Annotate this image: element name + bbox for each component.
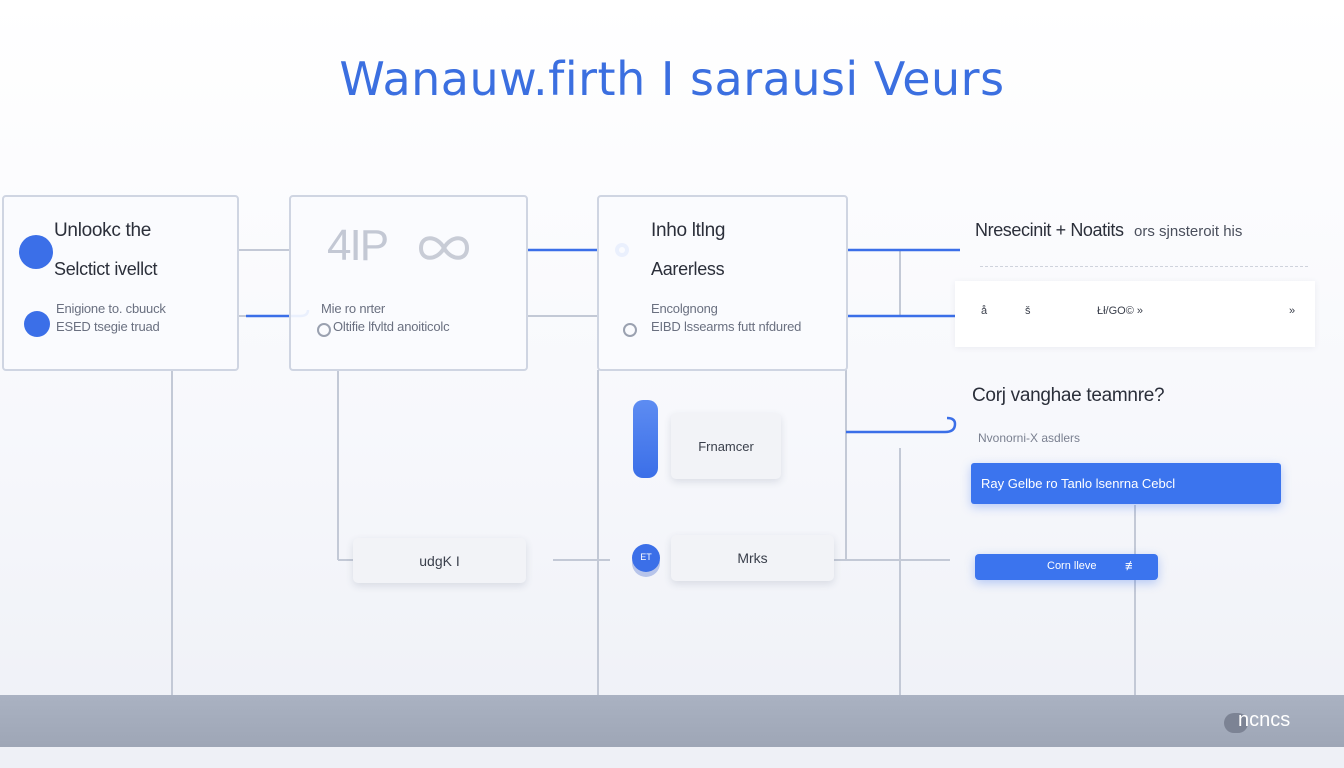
mrks-label: Mrks: [737, 550, 768, 566]
page-title: Wanauw.firth I sarausi Veurs: [339, 52, 1005, 106]
framcer-button[interactable]: Frnamcer: [671, 413, 781, 479]
card-title-line2: Aarerless: [651, 259, 725, 279]
logo-glyph: 4IP: [327, 221, 389, 270]
mrks-button[interactable]: Mrks: [671, 535, 834, 581]
small-action-button[interactable]: Corn lleve ≢: [975, 554, 1158, 580]
badge-label: ET: [640, 552, 652, 562]
badge-icon[interactable]: ET: [632, 544, 660, 572]
connector-ring-icon: [623, 323, 637, 337]
row-item-2: Łł/GO© »: [1097, 305, 1144, 317]
row-item-1: š: [1025, 305, 1031, 317]
vertical-slider[interactable]: [633, 400, 658, 478]
udgk-label: udgK I: [419, 553, 460, 569]
card-text-line1: Mie ro nrter: [321, 301, 386, 316]
card-text-line1: Encolgnong: [651, 301, 718, 316]
wide-action-button[interactable]: Ray Gelbe ro Tanlo lsenrna Cebcl: [971, 463, 1281, 504]
footer-logo-icon: [1224, 713, 1248, 733]
footer-bar: ncncs: [0, 695, 1344, 747]
card-title-line1: Inho ltlng: [651, 220, 726, 241]
card-title-line2: Selctict ivellct: [54, 259, 158, 279]
small-action-label: Corn lleve: [1047, 560, 1097, 572]
card-text-line2: Oltifie lfvltd anoiticolc: [333, 319, 450, 334]
card-title-line1: Unlookc the: [54, 220, 152, 241]
menu-icon: ≢: [1125, 558, 1138, 573]
card-unlock[interactable]: Unlookc the Selctict ivellct Enigione to…: [2, 195, 239, 371]
section-title: Corj vanghae teamnre?: [972, 385, 1165, 406]
wide-action-label: Ray Gelbe ro Tanlo lsenrna Cebcl: [981, 476, 1176, 491]
footer-brand: ncncs: [1238, 709, 1291, 731]
footer-logo[interactable]: ncncs: [1224, 709, 1324, 735]
card-text-line2: ESED tsegie truad: [56, 319, 160, 334]
card-text-line2: EIBD lssearms futt nfdured: [651, 319, 802, 334]
connector-ring-icon: [317, 323, 331, 337]
panel-divider: [980, 266, 1308, 267]
panel-row[interactable]: å š Łł/GO© » »: [955, 281, 1315, 347]
status-dot-small: [24, 311, 50, 337]
framcer-label: Frnamcer: [698, 439, 754, 454]
panel-header: Nresecinit + Noatits ors sjnsteroit his: [975, 220, 1320, 244]
udgk-button[interactable]: udgK I: [353, 538, 526, 583]
panel-title-right: ors sjnsteroit his: [1134, 223, 1243, 240]
infinity-icon: [418, 236, 470, 260]
section-subtitle: Nvonorni-X asdlers: [978, 431, 1081, 445]
panel-title: Nresecinit + Noatits: [975, 220, 1124, 240]
row-item-3: »: [1289, 305, 1296, 317]
card-monitor[interactable]: 4IP Mie ro nrter Oltifie lfvltd anoitico…: [289, 195, 528, 371]
row-item-0: å: [981, 305, 988, 317]
card-inholting[interactable]: Inho ltlng Aarerless Encolgnong EIBD lss…: [597, 195, 848, 371]
card-text-line1: Enigione to. cbuuck: [56, 301, 166, 316]
status-dot-large: [19, 235, 53, 269]
